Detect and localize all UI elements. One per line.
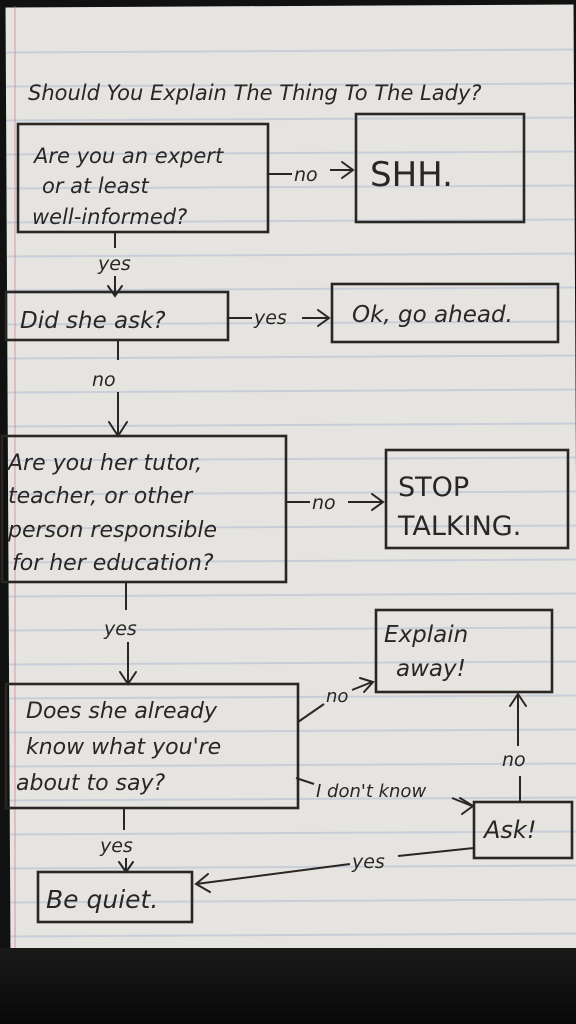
node-already-know-text: Does she already know what you're about …: [16, 699, 228, 796]
svg-text:yes: yes: [103, 618, 137, 640]
edge-ask-yes: yes: [228, 307, 331, 329]
node-stop-talking-text: STOP TALKING.: [397, 472, 521, 542]
dark-surface: [0, 948, 576, 1024]
node-tutor: Are you her tutor, teacher, or other per…: [0, 434, 288, 584]
node-ask: Ask!: [472, 800, 574, 860]
node-be-quiet: Be quiet.: [36, 870, 194, 924]
node-explain-away: Explain away!: [374, 608, 554, 694]
node-tutor-text: Are you her tutor, teacher, or other per…: [6, 451, 224, 576]
edge-know-idk: I don't know: [295, 777, 475, 815]
svg-text:no: no: [312, 492, 336, 514]
node-shh: SHH.: [354, 112, 526, 224]
node-did-she-ask: Did she ask?: [4, 290, 230, 342]
flowchart-title: Should You Explain The Thing To The Lady…: [28, 81, 482, 105]
svg-text:yes: yes: [97, 253, 131, 275]
svg-text:no: no: [92, 369, 116, 391]
node-shh-text: SHH.: [370, 155, 453, 195]
node-ok-go-ahead-text: Ok, go ahead.: [352, 302, 513, 328]
svg-text:no: no: [294, 164, 318, 186]
svg-text:yes: yes: [99, 835, 133, 857]
svg-text:no: no: [326, 686, 348, 707]
edge-expert-yes: yes: [97, 232, 131, 298]
edge-ask-no: no: [92, 340, 128, 438]
node-expert: Are you an expert or at least well-infor…: [16, 122, 270, 234]
edge-tutor-yes: yes: [103, 582, 137, 686]
node-expert-text: Are you an expert or at least well-infor…: [32, 144, 230, 229]
margin-line: [14, 6, 16, 952]
node-ok-go-ahead: Ok, go ahead.: [330, 282, 560, 344]
node-already-know: Does she already know what you're about …: [4, 682, 300, 810]
svg-text:no: no: [502, 749, 526, 771]
edge-know-yes: yes: [99, 808, 134, 874]
edge-tutor-no: no: [286, 492, 385, 514]
edge-ask-node-yes: yes: [194, 847, 475, 893]
edge-ask-node-no: no: [502, 692, 527, 802]
node-did-she-ask-text: Did she ask?: [20, 308, 166, 334]
svg-text:yes: yes: [351, 851, 385, 873]
node-ask-text: Ask!: [482, 816, 536, 844]
svg-text:I don't know: I don't know: [316, 781, 426, 802]
edge-expert-no: no: [268, 161, 355, 186]
node-stop-talking: STOP TALKING.: [384, 448, 570, 550]
svg-text:yes: yes: [253, 307, 287, 329]
node-be-quiet-text: Be quiet.: [46, 885, 158, 914]
node-explain-away-text: Explain away!: [384, 622, 476, 682]
edge-know-no: no: [297, 677, 375, 723]
